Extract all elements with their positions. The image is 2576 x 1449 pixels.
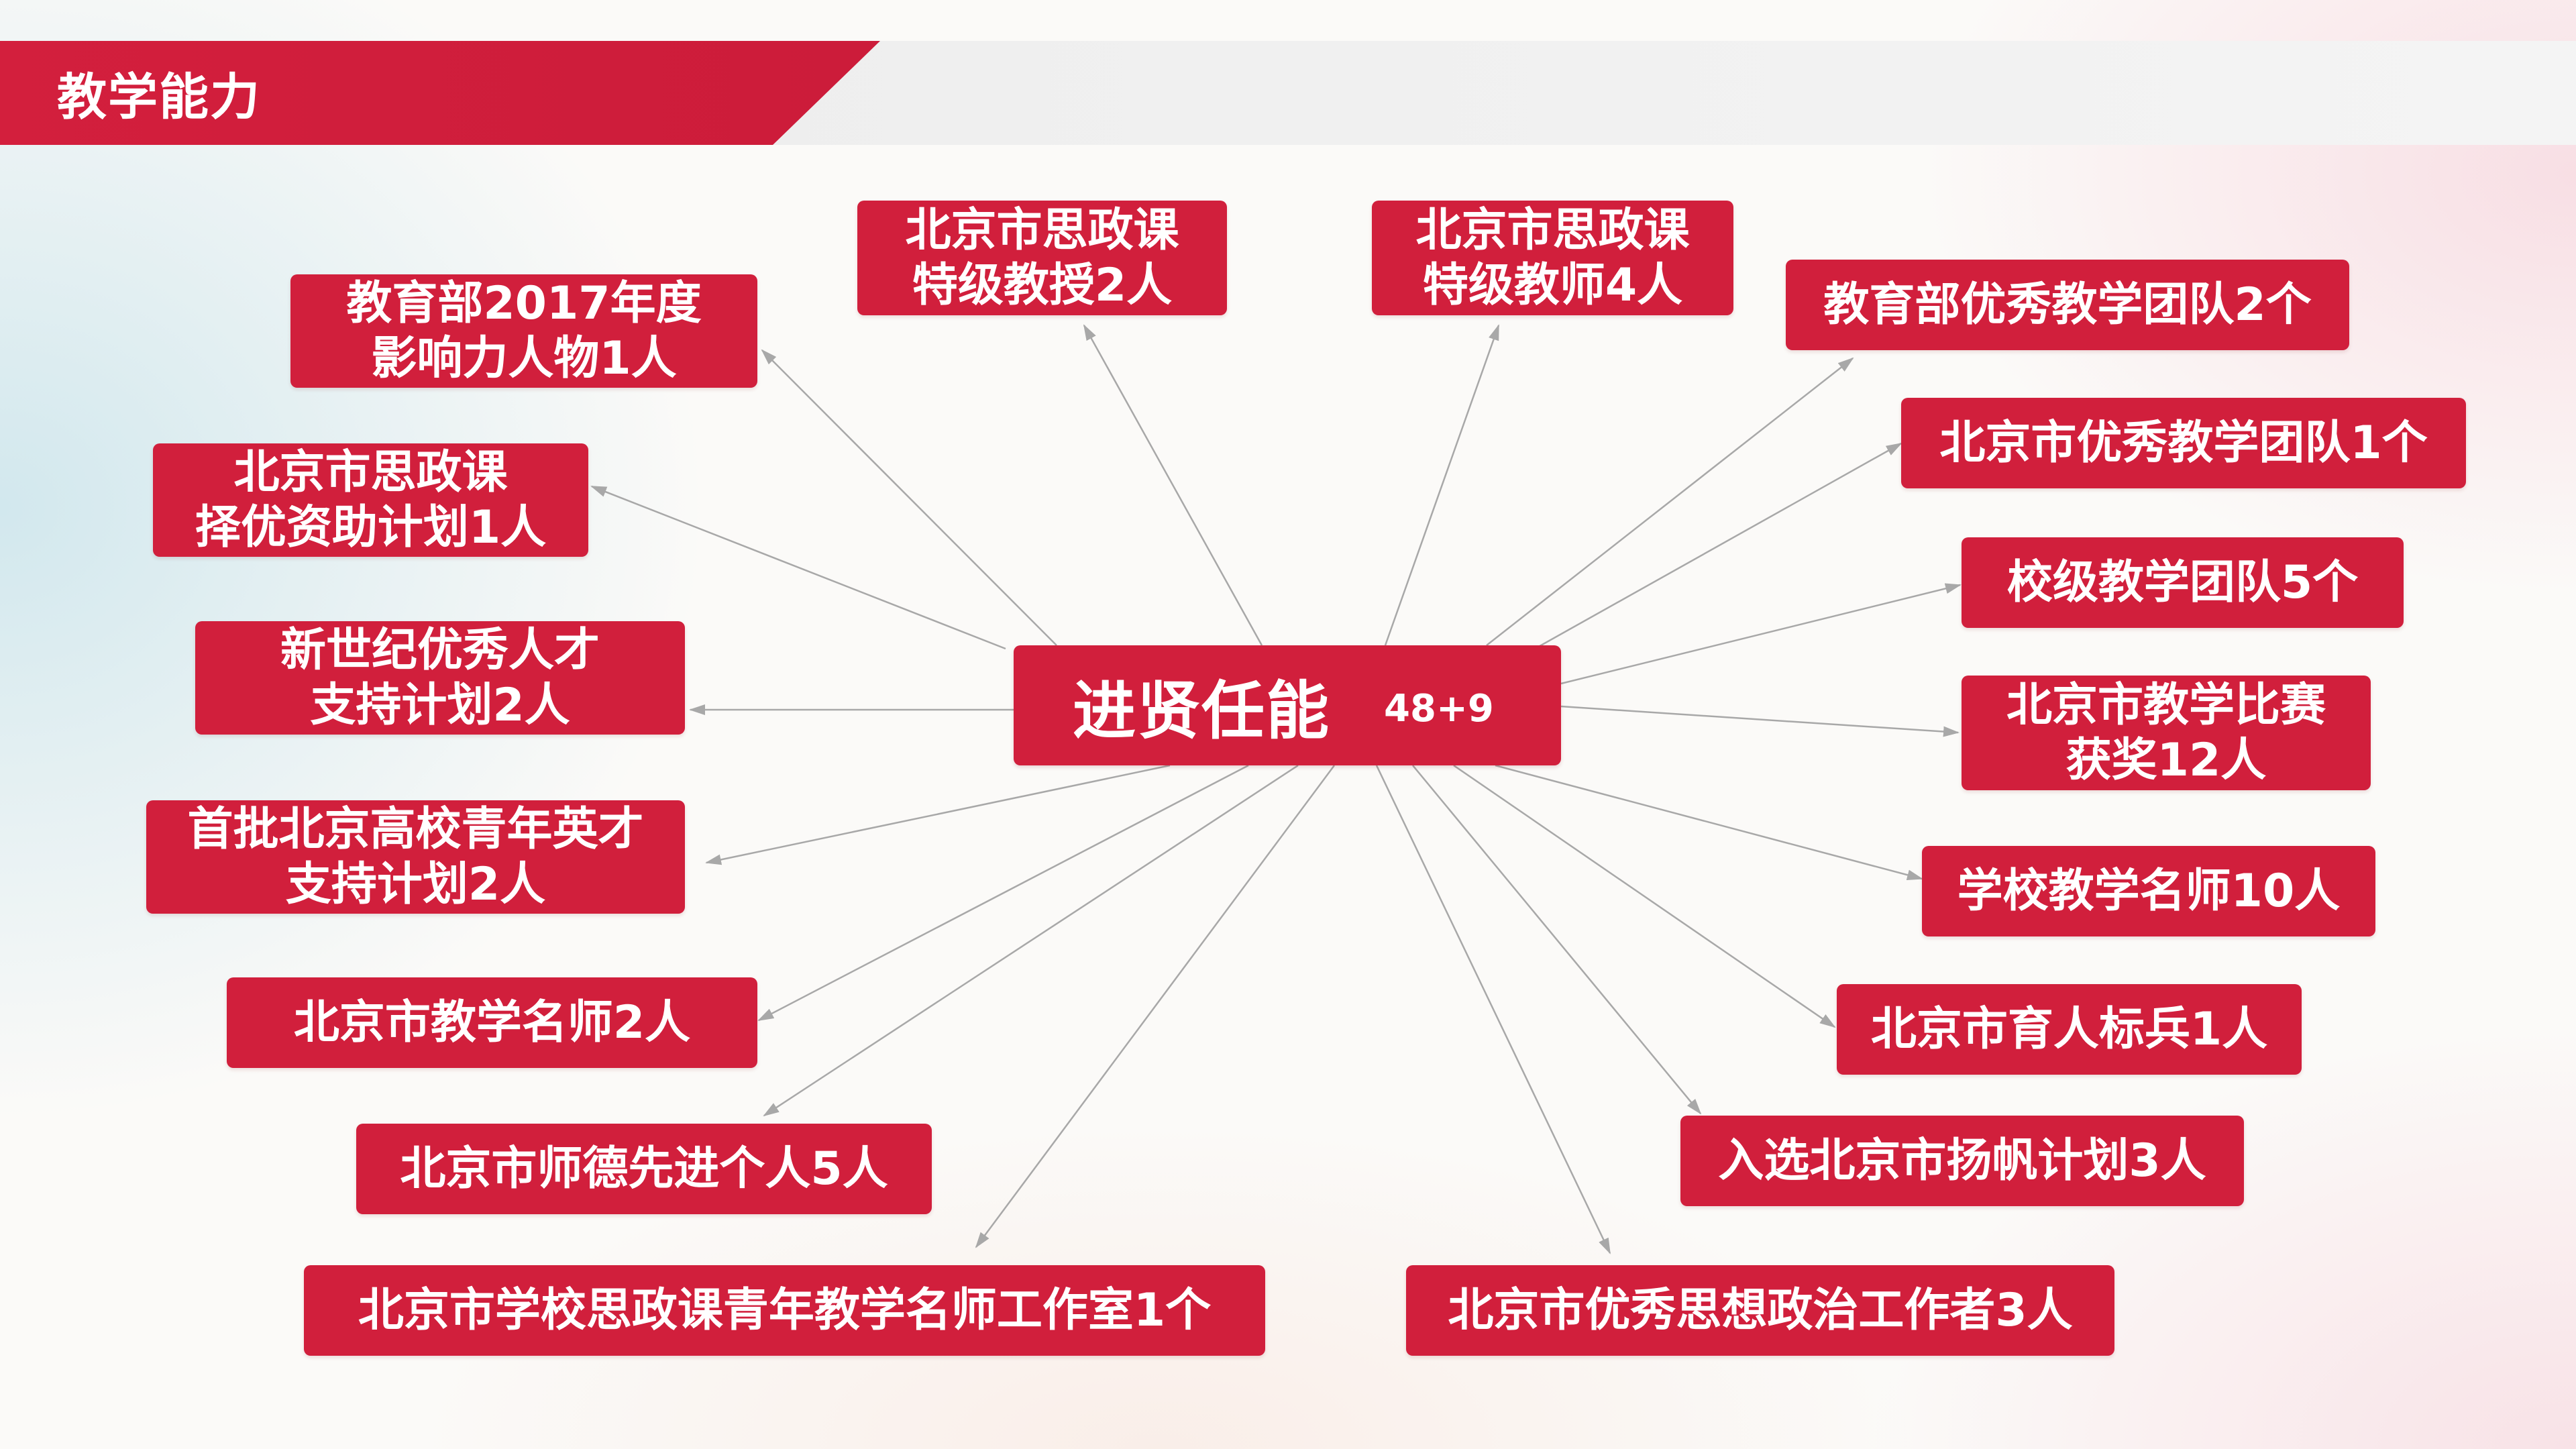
node-label-line: 特级教授2人 [912,258,1173,312]
node-label-line: 学校教学名师10人 [1957,864,2341,918]
node-label-line: 北京市育人标兵1人 [1870,1002,2268,1056]
node-ideology-course-funding-plan: 北京市思政课 择优资助计划1人 [153,443,588,557]
node-label-line: 教育部优秀教学团队2个 [1823,278,2312,331]
node-label-line: 首批北京高校青年英才 [187,802,644,856]
header-accent-shape [0,41,880,145]
node-school-teaching-team: 校级教学团队5个 [1962,537,2404,628]
node-label-line: 影响力人物1人 [371,331,677,385]
node-label-line: 支持计划2人 [285,857,546,911]
node-label-line: 支持计划2人 [310,678,570,732]
node-label-line: 北京市思政课 [233,445,508,499]
connector-arrow [757,764,1249,1022]
node-teaching-competition-award: 北京市教学比赛 获奖12人 [1962,676,2371,790]
node-label-line: 北京市师德先进个人5人 [400,1142,888,1195]
node-label-line: 北京市优秀教学团队1个 [1939,416,2428,470]
connector-arrow [1384,324,1500,646]
node-moe-excellent-team: 教育部优秀教学团队2个 [1786,260,2349,350]
node-special-professor: 北京市思政课 特级教授2人 [857,201,1227,315]
node-label-line: 北京市思政课 [905,203,1179,257]
node-sail-plan: 入选北京市扬帆计划3人 [1680,1116,2244,1206]
connector-arrow [975,765,1336,1248]
connector-arrow [1519,442,1902,659]
connector-arrow [1486,357,1854,646]
node-young-talent-support: 首批北京高校青年英才 支持计划2人 [146,800,685,914]
center-node: 进贤任能 48+9 [1014,645,1561,765]
node-label-line: 校级教学团队5个 [2006,555,2359,609]
node-youth-teacher-studio: 北京市学校思政课青年教学名师工作室1个 [304,1265,1265,1356]
node-label-line: 北京市思政课 [1415,203,1690,257]
center-count: 48+9 [1384,687,1494,731]
node-label-line: 入选北京市扬帆计划3人 [1718,1134,2206,1187]
center-title: 进贤任能 [1073,674,1331,748]
node-label-line: 北京市学校思政课青年教学名师工作室1个 [358,1283,1212,1337]
node-label-line: 教育部2017年度 [346,276,702,330]
node-label-line: 择优资助计划1人 [195,500,547,554]
node-label-line: 新世纪优秀人才 [280,623,600,677]
node-beijing-teaching-master: 北京市教学名师2人 [227,977,757,1068]
node-special-teacher: 北京市思政课 特级教师4人 [1372,201,1733,315]
connector-arrow [1560,583,1962,685]
connector-arrow [590,485,1006,650]
node-label-line: 获奖12人 [2065,733,2267,787]
node-moe-influential-person: 教育部2017年度 影响力人物1人 [290,274,757,388]
node-beijing-excellent-team: 北京市优秀教学团队1个 [1901,398,2466,488]
connector-arrow [1412,765,1702,1115]
node-label-line: 特级教师4人 [1422,258,1683,312]
node-label-line: 北京市教学名师2人 [293,996,691,1049]
connector-arrow [1453,764,1836,1028]
node-new-century-talent: 新世纪优秀人才 支持计划2人 [195,621,685,735]
node-beijing-ethics-model: 北京市师德先进个人5人 [356,1124,932,1214]
connector-arrow [761,349,1057,646]
connector-arrow [1375,765,1611,1254]
node-beijing-education-model: 北京市育人标兵1人 [1837,984,2302,1075]
connector-arrow [705,764,1171,865]
node-label-line: 北京市教学比赛 [2006,678,2326,732]
node-label-line: 北京市优秀思想政治工作者3人 [1448,1283,2073,1337]
connector-arrow [763,764,1299,1117]
page-title: 教学能力 [57,68,261,126]
connector-arrow [1560,705,1960,737]
node-school-teaching-master: 学校教学名师10人 [1922,846,2375,936]
connector-arrow [1495,764,1923,881]
connector-arrow [1083,324,1263,646]
node-ideological-worker: 北京市优秀思想政治工作者3人 [1406,1265,2114,1356]
